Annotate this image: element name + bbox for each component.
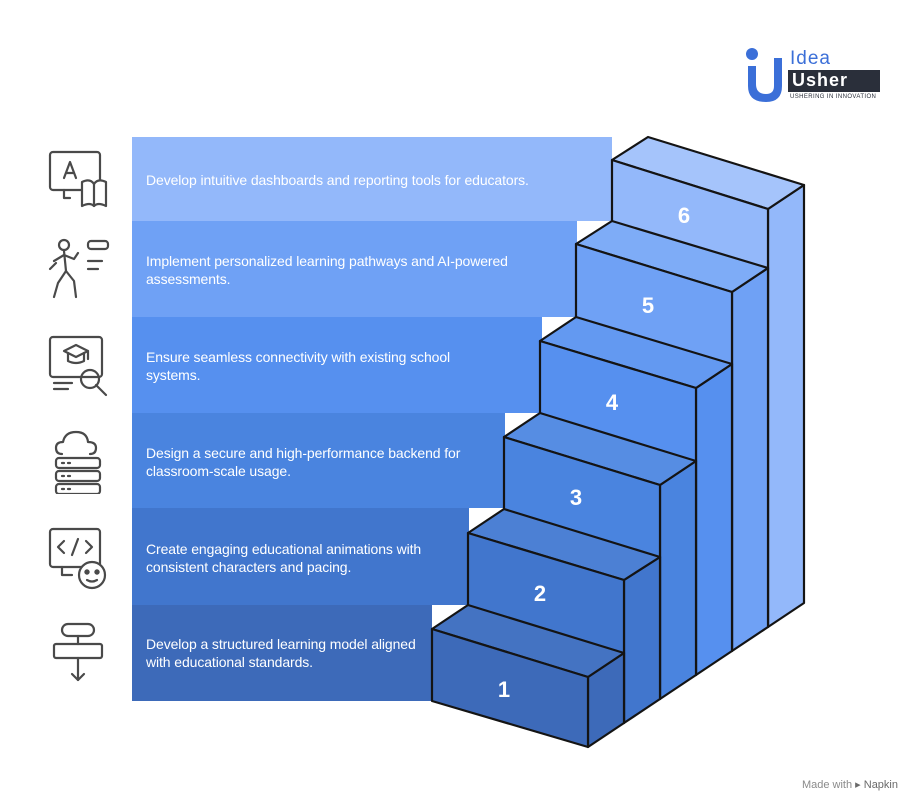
band-step-1: [132, 605, 432, 701]
step-3-number: 3: [570, 485, 582, 510]
logo-word-idea: Idea: [790, 48, 831, 69]
made-with-credit: Made with ▸ Napkin: [802, 778, 898, 791]
step-3-side: [658, 459, 698, 701]
step-2-number: 2: [534, 581, 546, 606]
flowchart-icon: [52, 622, 104, 682]
logo-tagline: USHERING IN INNOVATION: [790, 94, 877, 100]
cloud-server-icon: [54, 430, 102, 494]
step-1-text: Develop a structured learning model alig…: [146, 636, 416, 670]
napkin-logo-icon: ▸: [855, 779, 861, 791]
step-6-side: [766, 183, 806, 629]
band-step-6: [132, 137, 612, 221]
step-1-number: 1: [498, 677, 510, 702]
idea-usher-logo: Idea Usher USHERING IN INNOVATION: [744, 44, 894, 106]
step-4-side: [694, 362, 734, 677]
school-system-search-icon: [48, 335, 108, 397]
band-step-2: [132, 508, 469, 605]
step-6-text: Develop intuitive dashboards and reporti…: [146, 172, 529, 188]
logo-word-usher: Usher: [792, 70, 849, 90]
step-6-number: 6: [678, 203, 690, 228]
step-3-text: Design a secure and high-performance bac…: [146, 445, 461, 479]
dashboard-book-icon: [48, 150, 108, 208]
napkin-brand: Napkin: [863, 779, 898, 791]
step-5-number: 5: [642, 293, 654, 318]
code-character-icon: [48, 527, 107, 590]
step-4-text: Ensure seamless connectivity with existi…: [146, 349, 451, 383]
step-5-text: Implement personalized learning pathways…: [146, 253, 508, 287]
step-4-number: 4: [606, 390, 619, 415]
step-2-text: Create engaging educational animations w…: [146, 541, 422, 575]
band-step-5: [132, 221, 577, 317]
step-2-side: [622, 555, 662, 725]
band-step-4: [132, 317, 542, 413]
step-1-front: [430, 627, 590, 749]
band-step-3: [132, 413, 505, 508]
personalized-learner-icon: [48, 238, 110, 299]
step-5-side: [730, 266, 770, 653]
made-with-label: Made with: [801, 779, 853, 791]
